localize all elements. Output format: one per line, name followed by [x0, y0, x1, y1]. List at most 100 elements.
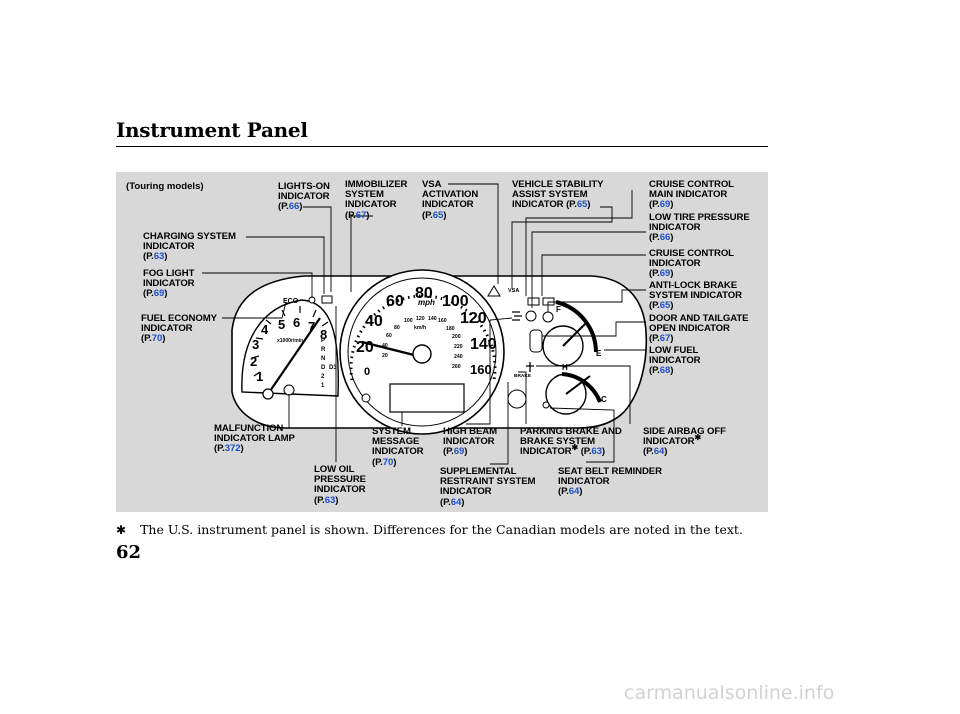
gear-1: 1	[321, 383, 325, 389]
page-ref: 70	[151, 333, 163, 345]
tach-num-8: 8	[320, 327, 327, 342]
tach-needle	[267, 317, 321, 395]
mph-unit: mph	[418, 298, 435, 307]
mph-80: 80	[415, 285, 433, 302]
leader-lines	[202, 183, 646, 465]
footnote-asterisk: ✱	[116, 523, 127, 537]
mph-160: 160	[470, 362, 492, 377]
gear-p: P	[321, 338, 325, 344]
temp-needle	[565, 375, 591, 395]
gear-n: N	[321, 356, 325, 362]
abs-icon	[525, 310, 537, 322]
kmh-180: 180	[446, 326, 455, 332]
footnote: ✱The U.S. instrument panel is shown. Dif…	[116, 522, 743, 537]
mph-40: 40	[365, 313, 383, 330]
page-ref: 69	[153, 288, 165, 300]
kmh-80: 80	[394, 325, 400, 331]
seat-belt-icon	[542, 401, 550, 409]
kmh-60: 60	[386, 333, 392, 339]
kmh-240: 240	[454, 354, 463, 360]
fuel-needle	[562, 323, 586, 347]
tach-num-2: 2	[250, 354, 257, 369]
battery-icon	[321, 295, 333, 304]
fuel-e: E	[596, 349, 602, 358]
page-ref: 63	[324, 494, 336, 506]
mph-0: 0	[364, 366, 370, 378]
mph-60: 60	[386, 293, 404, 310]
high-beam-icon	[512, 311, 522, 321]
kmh-40: 40	[382, 343, 388, 349]
door-icon	[529, 329, 543, 353]
srs-icon-small	[361, 393, 371, 403]
page-ref: 64	[568, 486, 580, 498]
page-ref: 65	[432, 209, 444, 221]
kmh-20: 20	[382, 353, 388, 359]
page-ref: 69	[453, 446, 465, 458]
kmh-100: 100	[404, 318, 413, 324]
page-number: 62	[116, 542, 142, 563]
mph-120: 120	[460, 310, 487, 327]
title-rule	[116, 146, 768, 147]
tach-num-6: 6	[293, 315, 300, 330]
tach-num-1: 1	[256, 369, 263, 384]
kmh-200: 200	[452, 334, 461, 340]
page-ref: 63	[153, 251, 165, 263]
page-ref: 64	[653, 446, 665, 458]
side-airbag-icon	[526, 362, 534, 372]
check-engine-icon	[283, 384, 295, 396]
page-ref: 372	[224, 443, 241, 455]
kmh-unit: km/h	[414, 325, 426, 331]
page-title: Instrument Panel	[116, 118, 308, 142]
mph-140: 140	[470, 336, 497, 353]
page-ref: 69	[659, 268, 671, 280]
kmh-260: 260	[452, 364, 461, 370]
fuel-f: F	[556, 305, 561, 314]
page-ref: 65	[576, 199, 588, 211]
cruise-main-icon	[527, 297, 540, 306]
tach-num-5: 5	[278, 317, 285, 332]
message-display	[389, 383, 465, 413]
kmh-120: 120	[416, 316, 425, 322]
page-ref: 69	[659, 199, 671, 211]
brake-indicator: BRAKE	[514, 373, 532, 379]
gear-d: D	[321, 365, 326, 371]
kmh-140: 140	[428, 316, 437, 322]
temp-c: C	[601, 395, 607, 404]
page-ref: 68	[659, 365, 671, 377]
mph-20: 20	[356, 339, 374, 356]
speed-needle	[361, 340, 419, 358]
tach-num-4: 4	[261, 322, 269, 337]
cruise-icon	[542, 297, 555, 306]
mph-100: 100	[442, 293, 469, 310]
page-ref: 64	[450, 496, 462, 508]
gear-d3: D3	[329, 365, 337, 371]
tachometer-face	[241, 299, 339, 397]
tach-num-3: 3	[252, 337, 259, 352]
gear-2: 2	[321, 374, 325, 380]
page-ref: 67	[659, 333, 671, 345]
page-ref: 63	[591, 446, 602, 458]
watermark: carmanualsonline.info	[624, 682, 835, 704]
tire-icon	[542, 311, 554, 323]
tach-unit: x1000r/min	[277, 338, 303, 344]
